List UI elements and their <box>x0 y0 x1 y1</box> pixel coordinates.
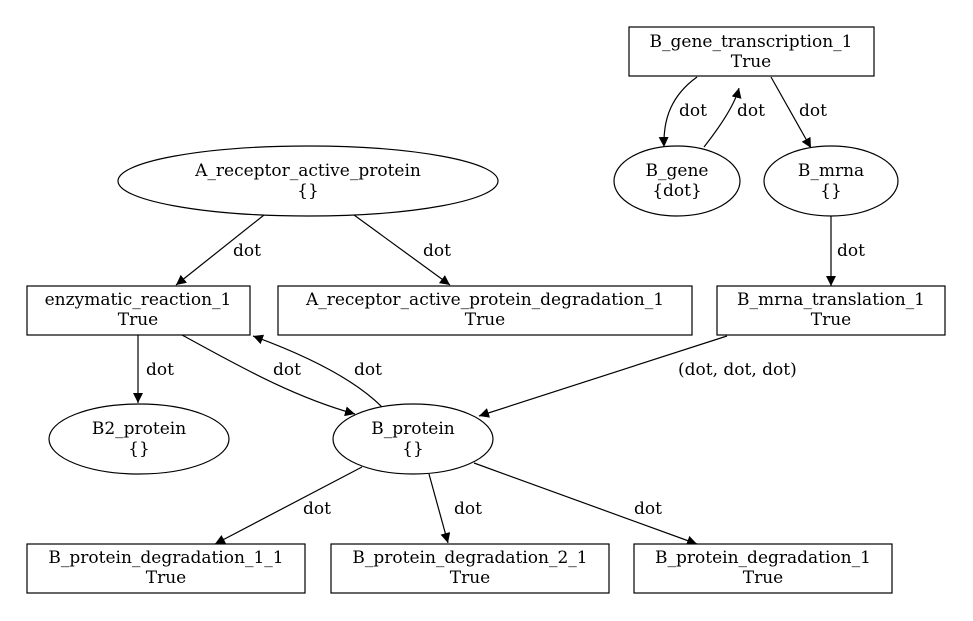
node-title: A_receptor_active_protein <box>194 161 421 181</box>
node-title: B_protein_degradation_1 <box>655 548 871 568</box>
node-title: B_protein_degradation_2_1 <box>352 548 587 568</box>
node-value: {} <box>402 439 424 459</box>
edge-b-gene-transcription-to-b-gene: dot <box>658 76 707 148</box>
node-value: True <box>118 310 158 330</box>
node-title: B_gene_transcription_1 <box>650 32 853 52</box>
node-title: B_protein <box>371 419 455 439</box>
edge-b-mrna-translation-to-b-protein: (dot, dot, dot) <box>478 335 797 418</box>
node-value: True <box>465 310 505 330</box>
place-a-receptor-active-protein: A_receptor_active_protein {} <box>117 145 499 217</box>
edge-label: dot <box>799 101 827 121</box>
edge-b-protein-to-enzymatic-reaction: dot <box>252 334 383 408</box>
node-value: True <box>146 568 186 588</box>
node-title: A_receptor_active_protein_degradation_1 <box>305 290 664 310</box>
node-title: B_protein_degradation_1_1 <box>48 548 283 568</box>
edge-a-receptor-to-enzymatic-reaction: dot <box>175 214 265 286</box>
place-b2-protein: B2_protein {} <box>48 403 230 475</box>
place-b-protein: B_protein {} <box>332 403 494 475</box>
transition-a-receptor-active-protein-degradation-1: A_receptor_active_protein_degradation_1 … <box>277 285 693 336</box>
node-title: B_mrna_translation_1 <box>737 290 925 310</box>
edge-b-protein-to-degradation-2-1: dot <box>428 473 482 544</box>
edge-label: dot <box>737 101 765 121</box>
node-value: True <box>731 52 771 72</box>
node-value: True <box>450 568 490 588</box>
edge-enzymatic-reaction-to-b2-protein: dot <box>133 335 174 403</box>
transition-enzymatic-reaction-1: enzymatic_reaction_1 True <box>26 285 251 336</box>
node-value: {} <box>297 181 319 201</box>
edge-b-protein-to-degradation-1: dot <box>473 462 698 546</box>
edge-enzymatic-reaction-to-b-protein: dot <box>181 334 356 417</box>
node-title: B2_protein <box>92 419 186 439</box>
edge-label: (dot, dot, dot) <box>678 360 797 380</box>
node-value: {} <box>820 181 842 201</box>
edge-label: dot <box>354 360 382 380</box>
edge-b-gene-transcription-to-b-mrna: dot <box>770 76 827 149</box>
node-value: True <box>811 310 851 330</box>
node-title: enzymatic_reaction_1 <box>45 290 232 310</box>
node-value: {} <box>128 439 150 459</box>
edge-label: dot <box>679 101 707 121</box>
edge-label: dot <box>146 360 174 380</box>
transition-b-protein-degradation-2-1: B_protein_degradation_2_1 True <box>330 543 610 594</box>
node-title: B_gene <box>646 161 709 181</box>
transition-b-protein-degradation-1: B_protein_degradation_1 True <box>633 543 893 594</box>
edge-b-protein-to-degradation-1-1: dot <box>214 466 363 545</box>
edge-label: dot <box>454 499 482 519</box>
edge-label: dot <box>423 241 451 261</box>
transition-b-protein-degradation-1-1: B_protein_degradation_1_1 True <box>26 543 306 594</box>
place-b-mrna: B_mrna {} <box>763 145 899 217</box>
edge-a-receptor-to-degradation: dot <box>353 214 451 286</box>
transition-b-gene-transcription-1: B_gene_transcription_1 True <box>628 26 875 77</box>
node-value: True <box>743 568 783 588</box>
node-title: B_mrna <box>798 161 864 181</box>
edge-label: dot <box>233 241 261 261</box>
edge-label: dot <box>837 241 865 261</box>
transition-b-mrna-translation-1: B_mrna_translation_1 True <box>716 285 946 336</box>
edge-label: dot <box>634 499 662 519</box>
node-value: {dot} <box>652 181 702 201</box>
edge-label: dot <box>303 499 331 519</box>
edge-b-gene-to-b-gene-transcription: dot <box>703 87 765 148</box>
place-b-gene: B_gene {dot} <box>613 145 741 217</box>
edge-label: dot <box>273 360 301 380</box>
edge-b-mrna-to-b-mrna-translation: dot <box>826 215 865 286</box>
